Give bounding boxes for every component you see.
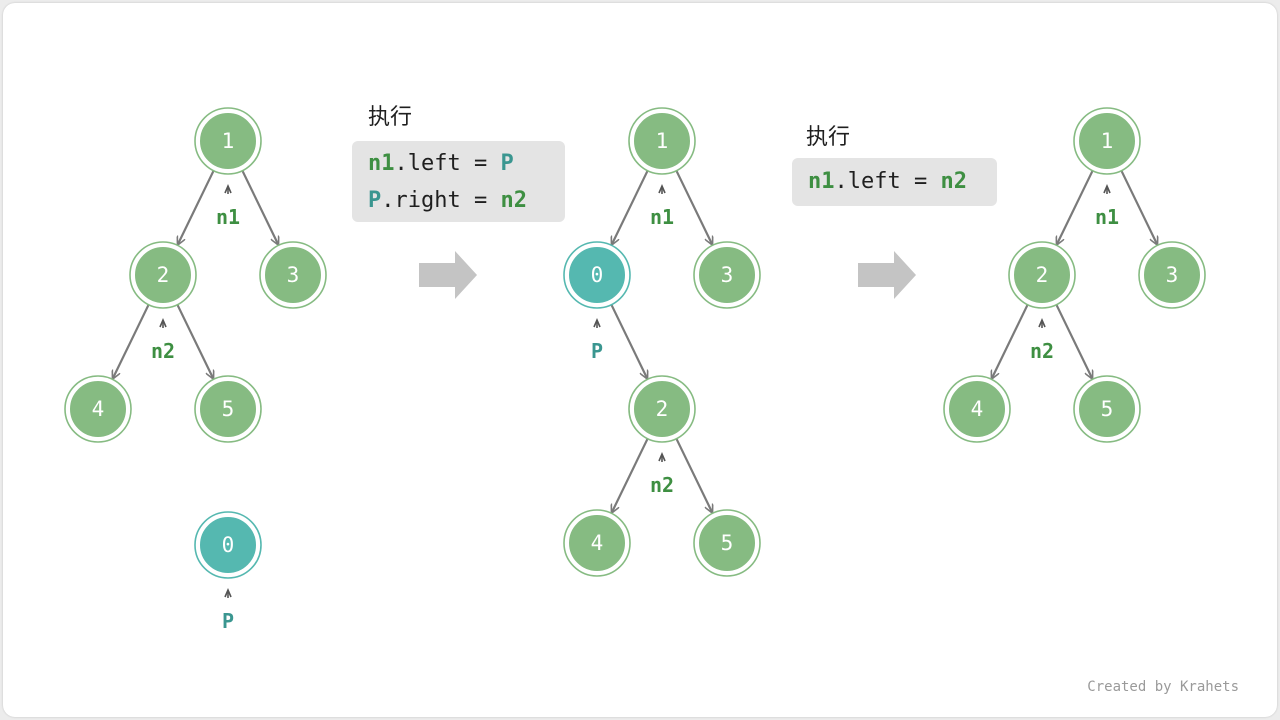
tree-node: 4 <box>64 375 132 443</box>
code-token: .left = <box>834 169 941 194</box>
code-line: n1.left = n2 <box>808 163 981 200</box>
pointer-caret-icon <box>658 451 666 462</box>
code-token: n2 <box>940 169 967 194</box>
tree-node: 1 <box>1073 107 1141 175</box>
step-arrow-2 <box>858 251 916 299</box>
tree-edge <box>176 304 213 379</box>
tree-edge <box>241 170 278 245</box>
pointer-caret-icon <box>224 587 232 598</box>
pointer-label: n2 <box>1030 339 1054 363</box>
pointer-caret-icon <box>658 183 666 194</box>
pointer-n2: n2 <box>650 451 674 497</box>
tree-edge <box>1055 304 1092 379</box>
tree-edge <box>612 438 649 513</box>
pointer-label: n1 <box>650 205 674 229</box>
tree-node: 2 <box>129 241 197 309</box>
pointer-caret-icon <box>224 183 232 194</box>
tree-node: 5 <box>693 509 761 577</box>
step-1-label: 执行 <box>368 105 413 130</box>
tree-node: 3 <box>1138 241 1206 309</box>
node-label: 0 <box>222 533 235 557</box>
node-label: 1 <box>1101 129 1114 153</box>
tree-node: 3 <box>259 241 327 309</box>
tree-edge <box>675 438 712 513</box>
pointer-label: n1 <box>1095 205 1119 229</box>
node-label: 0 <box>591 263 604 287</box>
node-label: 3 <box>1166 263 1179 287</box>
tree-node: 1 <box>628 107 696 175</box>
pointer-caret-icon <box>1103 183 1111 194</box>
pointer-n2: n2 <box>1030 317 1054 363</box>
tree-node: 0 <box>194 511 262 579</box>
tree-node: 1 <box>194 107 262 175</box>
pointer-n1: n1 <box>650 183 674 229</box>
code-token: .left = <box>394 151 501 176</box>
node-label: 4 <box>92 397 105 421</box>
diagram-after-removal: 1 2 3 4 5 n1 n2 <box>943 107 1206 443</box>
pointer-label: P <box>222 609 234 633</box>
tree-edge <box>113 304 150 379</box>
code-token: n1 <box>808 169 835 194</box>
node-label: 2 <box>157 263 170 287</box>
node-label: 2 <box>1036 263 1049 287</box>
tree-node: 4 <box>563 509 631 577</box>
pointer-n2: n2 <box>151 317 175 363</box>
node-label: 1 <box>656 129 669 153</box>
node-label: 5 <box>721 531 734 555</box>
tree-node: 2 <box>628 375 696 443</box>
tree-node: 3 <box>693 241 761 309</box>
tree-node: 0 <box>563 241 631 309</box>
pointer-caret-icon <box>159 317 167 328</box>
pointer-caret-icon <box>593 317 601 328</box>
pointer-P: P <box>591 317 603 363</box>
pointer-n1: n1 <box>216 183 240 229</box>
pointer-label: n1 <box>216 205 240 229</box>
tree-edge <box>1057 170 1094 245</box>
code-line: n1.left = P <box>368 145 549 182</box>
pointer-n1: n1 <box>1095 183 1119 229</box>
tree-edge <box>1120 170 1157 245</box>
tree-node: 4 <box>943 375 1011 443</box>
code-line: P.right = n2 <box>368 182 549 219</box>
step-2-code-box: n1.left = n2 <box>792 158 997 206</box>
tree-edge <box>610 304 647 379</box>
tree-node: 5 <box>194 375 262 443</box>
watermark: Created by Krahets <box>1087 679 1239 695</box>
pointer-label: n2 <box>650 473 674 497</box>
pointer-caret-icon <box>1038 317 1046 328</box>
node-label: 5 <box>1101 397 1114 421</box>
tree-edge <box>675 170 712 245</box>
node-label: 4 <box>971 397 984 421</box>
tree-edge <box>992 304 1029 379</box>
code-token: P <box>368 188 382 213</box>
code-token: n1 <box>368 151 395 176</box>
tree-node: 2 <box>1008 241 1076 309</box>
pointer-label: n2 <box>151 339 175 363</box>
node-label: 3 <box>287 263 300 287</box>
node-label: 3 <box>721 263 734 287</box>
diagram-before-insertion: 1 2 3 4 5 0 n1 n2P <box>64 107 327 633</box>
node-label: 4 <box>591 531 604 555</box>
step-arrow-1 <box>419 251 477 299</box>
node-label: 1 <box>222 129 235 153</box>
pointer-label: P <box>591 339 603 363</box>
code-token: n2 <box>500 188 527 213</box>
step-2-label: 执行 <box>806 125 851 150</box>
node-label: 5 <box>222 397 235 421</box>
tree-edge <box>178 170 215 245</box>
tree-edge <box>612 170 649 245</box>
tree-node: 5 <box>1073 375 1141 443</box>
pointer-P: P <box>222 587 234 633</box>
code-token: .right = <box>381 188 501 213</box>
node-label: 2 <box>656 397 669 421</box>
code-token: P <box>500 151 514 176</box>
